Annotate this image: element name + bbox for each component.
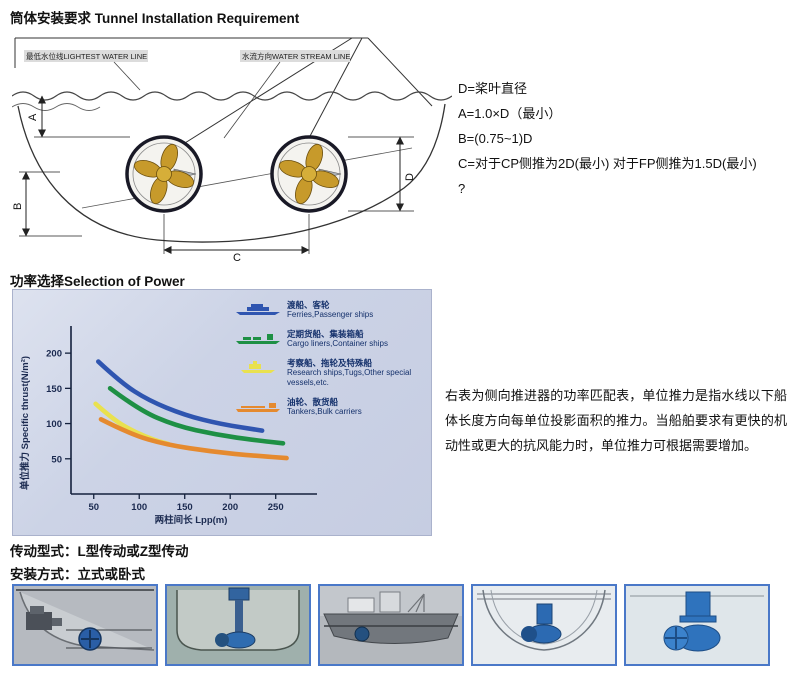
hull-section-thruster-image [471,584,617,666]
cargo-ship-icon [236,334,280,344]
tug-ship-icon [241,361,275,373]
legend-label-en: Ferries,Passenger ships [287,310,374,319]
svg-text:50: 50 [88,502,99,513]
vessel-side-view-image [318,584,464,666]
svg-text:250: 250 [268,502,284,513]
mounting-type-title: 安装方式：立式或卧式 [10,567,145,582]
lightest-water-line-label: 最低水位线LIGHTEST WATER LINE [26,51,147,61]
water-stream-line-label: 水流方向WATER STREAM LINE [242,51,350,61]
tunnel-requirement-title: 筒体安装要求 Tunnel Installation Requirement [10,11,300,26]
svg-text:100: 100 [131,502,147,513]
horizontal-drive-installation-image [12,584,158,666]
legend-entry-research: 考察船、拖轮及特殊船 Research ships,Tugs,Other spe… [235,358,423,388]
spec-line-b: B=(0.75~1)D [458,131,533,146]
svg-text:200: 200 [46,349,62,360]
tanker-ship-icon [236,403,280,412]
dimension-lines [19,95,414,254]
legend-label-en: Cargo liners,Container ships [287,339,388,348]
tunnel-thruster-left-icon [125,135,203,213]
svg-text:50: 50 [51,454,62,465]
dim-b-label: B [12,203,24,210]
dimension-specs: D=桨叶直径 A=1.0×D（最小） B=(0.75~1)D C=对于CP侧推为… [458,76,784,201]
waterline-wave-secondary [12,103,101,111]
vertical-drive-installation-image [165,584,311,666]
legend-label-en: Research ships,Tugs,Other special vessel… [287,368,412,387]
legend-label-cn: 渡船、客轮 [287,300,330,310]
chart-legend: 渡船、客轮 Ferries,Passenger ships 定期货船、集装箱船 … [235,300,423,426]
svg-text:150: 150 [46,384,62,395]
legend-label-cn: 油轮、散货船 [287,397,339,407]
legend-label-cn: 定期货船、集装箱船 [287,329,364,339]
legend-entry-tankers: 油轮、散货船 Tankers,Bulk carriers [235,397,423,417]
thruster-unit-closeup-image [624,584,770,666]
svg-text:100: 100 [46,419,62,430]
legend-entry-cargo: 定期货船、集装箱船 Cargo liners,Container ships [235,329,423,349]
ferry-ship-icon [236,304,280,315]
installation-images-row [12,584,770,666]
svg-text:两柱间长 Lpp(m): 两柱间长 Lpp(m) [155,514,228,526]
svg-text:单位推力 Specific thrust(N/m²): 单位推力 Specific thrust(N/m²) [19,356,31,490]
waterline-wave [12,91,452,101]
spec-line-d: D=桨叶直径 [458,81,527,96]
legend-label-cn: 考察船、拖轮及特殊船 [287,358,373,368]
tunnel-thruster-right-icon [270,135,348,213]
spec-line-question: ? [458,181,466,196]
dim-c-label: C [233,252,241,264]
dim-a-label: A [27,113,39,121]
hull-outline [17,103,446,243]
spec-line-c: C=对于CP侧推为2D(最小) 对于FP侧推为1.5D(最小) [458,156,757,171]
svg-text:150: 150 [177,502,193,513]
dim-d-label: D [404,173,416,181]
legend-entry-ferries: 渡船、客轮 Ferries,Passenger ships [235,300,423,320]
legend-label-en: Tankers,Bulk carriers [287,407,362,416]
tunnel-installation-diagram: A B C D 最低水位线LIGHTEST WATER LINE 水流方向WAT… [12,37,452,264]
power-matching-description: 右表为侧向推进器的功率匹配表，单位推力是指水线以下船体长度方向每单位投影面积的推… [445,388,787,453]
svg-text:200: 200 [222,502,238,513]
power-selection-title: 功率选择Selection of Power [10,274,185,289]
spec-line-a: A=1.0×D（最小） [458,106,562,121]
drive-type-title: 传动型式：L型传动或Z型传动 [10,544,189,559]
